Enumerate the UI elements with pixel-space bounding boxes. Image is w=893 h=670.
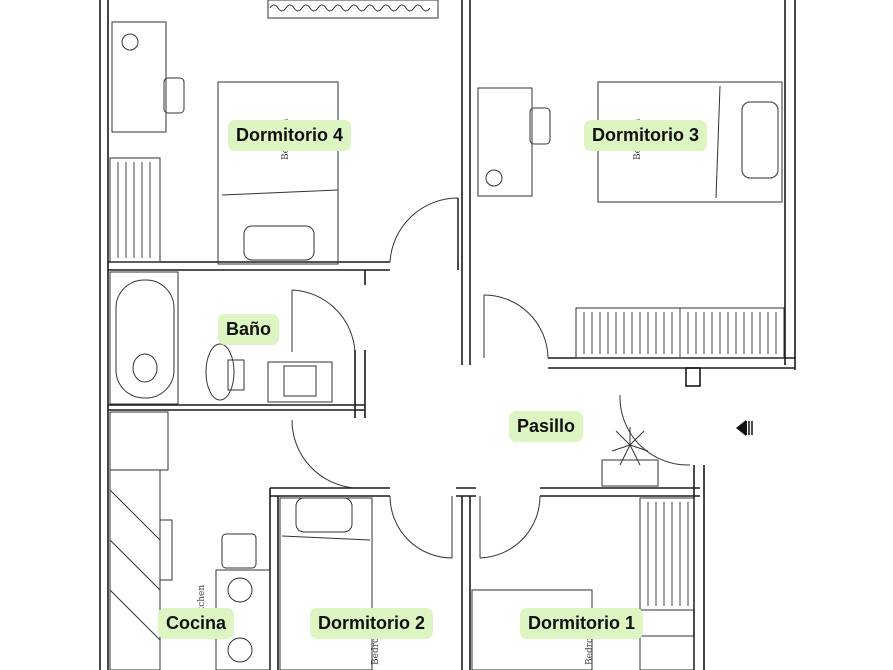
room-label-bano: Baño bbox=[218, 314, 279, 345]
dormitorio-2-furniture: Bedroom bbox=[279, 497, 381, 670]
dormitorio-1-furniture: Bedroom bbox=[471, 497, 695, 670]
room-label-pasillo: Pasillo bbox=[509, 411, 584, 442]
room-label-dormitorio-2: Dormitorio 2 bbox=[310, 608, 434, 639]
svg-text:Bedroom: Bedroom bbox=[371, 623, 381, 665]
bano-fixtures bbox=[109, 271, 333, 405]
cocina-furniture: Kitchen bbox=[109, 411, 271, 670]
svg-text:Bedroom: Bedroom bbox=[585, 623, 595, 665]
room-label-dormitorio-4: Dormitorio 4 bbox=[228, 120, 352, 151]
room-label-dormitorio-3: Dormitorio 3 bbox=[584, 120, 708, 151]
doors bbox=[291, 197, 691, 559]
svg-text:Kitchen: Kitchen bbox=[197, 585, 207, 620]
walls bbox=[99, 0, 796, 670]
room-label-dormitorio-1: Dormitorio 1 bbox=[520, 608, 644, 639]
entrance-arrow-icon bbox=[736, 420, 753, 436]
plant-icon bbox=[601, 427, 659, 487]
room-label-cocina: Cocina bbox=[158, 608, 235, 639]
